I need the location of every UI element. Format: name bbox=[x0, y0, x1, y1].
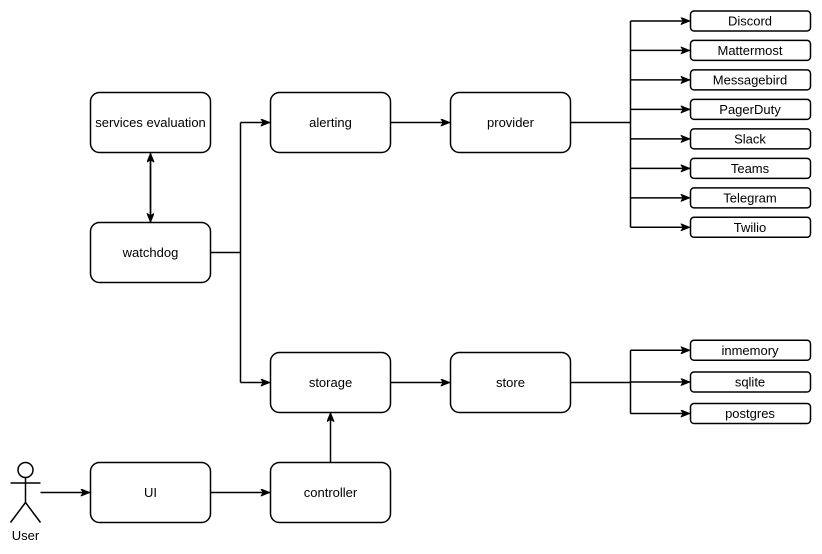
svg-text:provider: provider bbox=[487, 115, 535, 130]
svg-text:Messagebird: Messagebird bbox=[713, 72, 787, 87]
svg-text:alerting: alerting bbox=[309, 115, 352, 130]
svg-text:Mattermost: Mattermost bbox=[717, 43, 782, 58]
svg-text:storage: storage bbox=[309, 375, 352, 390]
svg-text:Slack: Slack bbox=[734, 131, 766, 146]
svg-text:postgres: postgres bbox=[725, 406, 775, 421]
svg-text:inmemory: inmemory bbox=[721, 343, 779, 358]
svg-text:PagerDuty: PagerDuty bbox=[719, 102, 781, 117]
svg-text:Discord: Discord bbox=[728, 13, 772, 28]
svg-text:watchdog: watchdog bbox=[122, 245, 179, 260]
svg-text:Teams: Teams bbox=[731, 161, 770, 176]
svg-text:UI: UI bbox=[144, 485, 157, 500]
svg-text:store: store bbox=[496, 375, 525, 390]
svg-text:services evaluation: services evaluation bbox=[95, 115, 206, 130]
svg-text:Twilio: Twilio bbox=[734, 220, 767, 235]
svg-text:Telegram: Telegram bbox=[723, 190, 776, 205]
svg-text:User: User bbox=[12, 528, 40, 543]
svg-text:sqlite: sqlite bbox=[735, 375, 765, 390]
svg-text:controller: controller bbox=[304, 485, 358, 500]
